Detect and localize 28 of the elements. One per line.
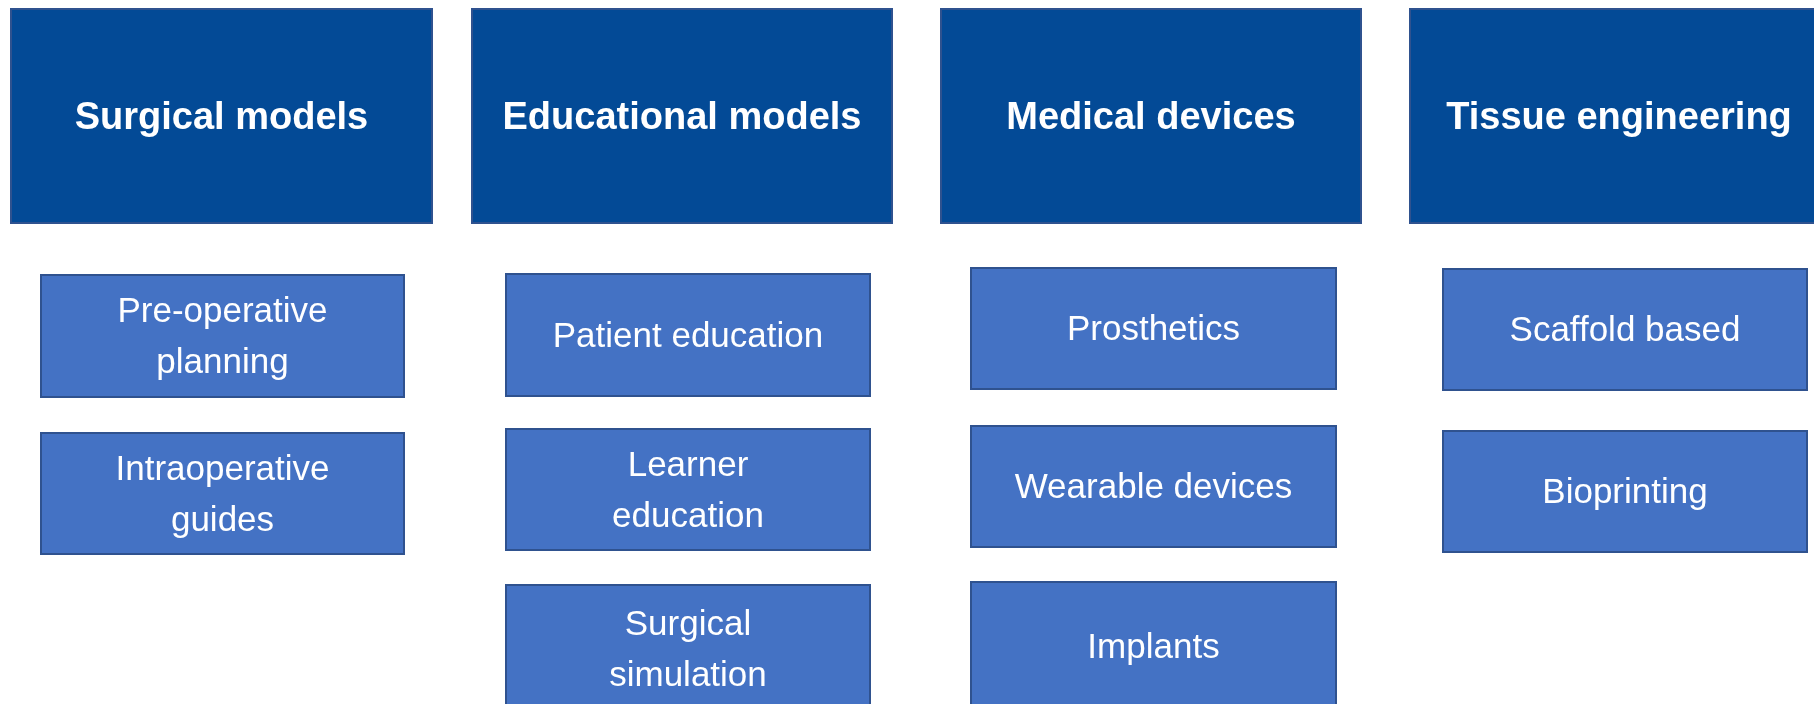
category-title: Tissue engineering — [1446, 94, 1792, 138]
item-label: Bioprinting — [1541, 470, 1709, 513]
category-box — [10, 8, 433, 224]
item-box — [40, 432, 405, 555]
item-box — [505, 273, 871, 397]
item-label: Implants — [1086, 624, 1221, 667]
item-box — [970, 581, 1337, 704]
category-title: Medical devices — [1006, 94, 1296, 138]
category-box — [940, 8, 1362, 224]
category-title: Surgical models — [74, 94, 369, 138]
category-box — [1409, 8, 1814, 224]
item-box — [1442, 268, 1808, 391]
item-box — [970, 425, 1337, 548]
item-label: Learner education — [611, 442, 765, 536]
item-box — [40, 274, 405, 398]
item-box — [1442, 430, 1808, 553]
item-label: Intraoperative guides — [114, 446, 331, 540]
item-label: Scaffold based — [1508, 308, 1742, 351]
item-label: Prosthetics — [1065, 307, 1242, 350]
category-title: Educational models — [502, 94, 862, 138]
item-label: Patient education — [551, 313, 825, 356]
item-box — [505, 428, 871, 551]
item-box — [970, 267, 1337, 390]
item-label: Surgical simulation — [608, 602, 768, 695]
item-label: Pre-operative planning — [116, 289, 329, 382]
category-box — [471, 8, 893, 224]
item-label: Wearable devices — [1013, 465, 1294, 508]
item-box — [505, 584, 871, 704]
